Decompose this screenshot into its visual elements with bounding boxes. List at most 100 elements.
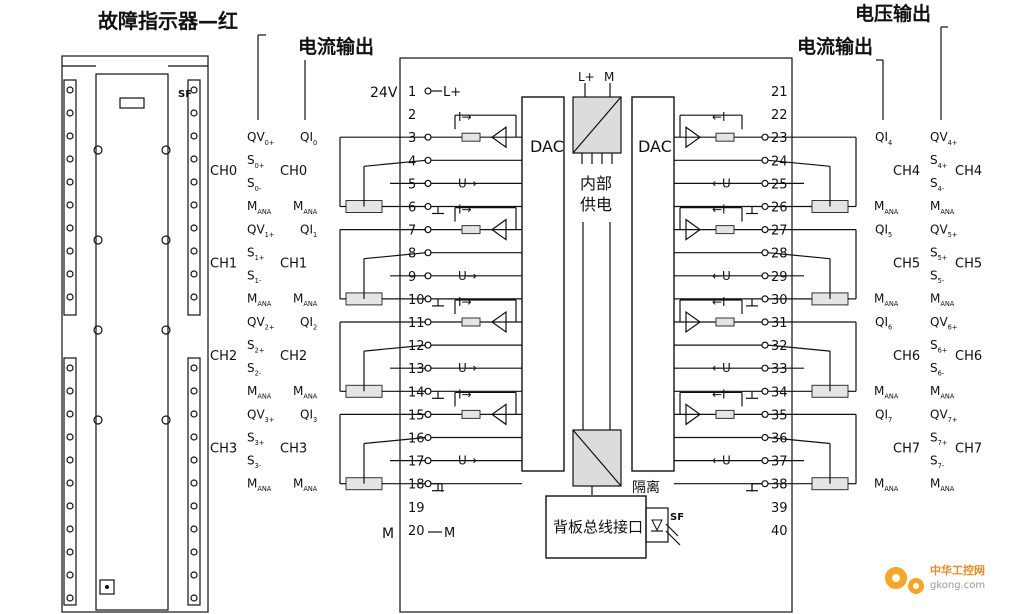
terminal-right-30 [761,295,769,303]
mana-label-a-CH2: MANA [247,384,272,401]
terminal-hole [190,433,198,441]
pin-right-35: 35 [771,408,788,423]
channel-label-2-CH2: CH2 [280,349,307,364]
i-arrow-left: I→ [458,295,472,309]
s-plus-label-CH0: S0+ [247,153,264,170]
fault-indicator-title: 故障指示器—红 [98,9,238,33]
s-plus-label-CH2: S2+ [247,338,264,355]
terminal-right-37 [761,457,769,465]
current-output-title-right: 电流输出 [797,35,873,58]
watermark-brand: 中华工控网 [930,563,985,577]
dac-right-label: DAC [638,137,672,156]
qv-label-CH2: QV2+ [247,315,274,332]
terminal-hole [66,293,74,301]
mount-screw [161,325,171,335]
terminal-right-34 [761,387,769,395]
s-minus-label-CH5: S5- [930,269,945,286]
shunt-left [461,225,481,235]
pin-right-30: 30 [771,293,788,308]
terminal-hole [66,387,74,395]
amp-left [490,126,507,149]
pin-right-38: 38 [771,478,788,493]
amp-right [685,403,702,426]
shunt-right [715,317,735,327]
u-arrow-left: U→ [458,269,477,283]
channel-label-CH1: CH1 [210,257,237,272]
terminal-hole [190,201,198,209]
qi-label-CH4: QI4 [875,130,892,147]
terminal-hole [190,293,198,301]
qv-label-CH6: QV6+ [930,315,957,332]
terminal-strip [187,357,201,606]
terminal-hole [66,502,74,510]
pin-right-31: 31 [771,316,788,331]
pin-right-39: 39 [771,501,788,516]
pin-left-7: 7 [408,224,416,239]
dac-left [521,96,565,472]
gkong-watermark: 中华工控网 gkong.com [885,563,985,594]
pin-right-27: 27 [771,224,788,239]
qi-label-CH0: QI0 [300,130,317,147]
s-minus-label-CH3: S3- [247,453,262,470]
terminal-right-35 [761,410,769,418]
i-arrow-left: I→ [458,110,472,124]
amp-right [685,126,702,149]
terminal-hole [66,364,74,372]
i-arrow-left: I→ [458,203,472,217]
qi-label-CH1: QI1 [300,223,317,240]
terminal-right-38 [761,480,769,488]
terminal-right-31 [761,318,769,326]
pin20-m-label: M [444,526,455,541]
terminal-hole [66,132,74,140]
mana-label-b-CH5: MANA [930,292,955,309]
s-minus-label-CH7: S7- [930,453,945,470]
pin-left-19: 19 [408,501,425,516]
channel-label-2-CH0: CH0 [280,164,307,179]
channel-label-CH2: CH2 [210,349,237,364]
terminal-right-32 [761,341,769,349]
terminal-hole [190,410,198,418]
mana-label-a-CH1: MANA [247,292,272,309]
mount-screw [161,145,171,155]
module-faceplate: SF [61,55,209,613]
pin-left-18: 18 [408,478,425,493]
qv-label-CH7: QV7+ [930,407,957,424]
mana-label-b-CH2: MANA [293,384,318,401]
terminal-right-28 [761,249,769,257]
sf-indicator-label: SF [178,89,192,100]
terminal-hole [66,109,74,117]
terminal-hole [190,109,198,117]
terminal-hole [190,178,198,186]
channel-label-2-CH3: CH3 [280,441,307,456]
qv-label-CH4: QV4+ [930,130,957,147]
terminal-hole [190,456,198,464]
internal-supply-label-1: 内部 [580,174,612,193]
s-minus-label-CH0: S0- [247,176,262,193]
dac-left-label: DAC [530,137,564,156]
channel-label-2-CH1: CH1 [280,257,307,272]
mana-label-a-CH6: MANA [874,384,899,401]
shunt-left [461,409,481,419]
terminal-hole [66,224,74,232]
mount-screw [93,145,103,155]
amp-left [490,403,507,426]
u-arrow-right: ←U [712,176,731,190]
pin-left-17: 17 [408,455,425,470]
terminal-hole [190,247,198,255]
pin-left-13: 13 [408,362,425,377]
amp-right [685,218,702,241]
terminal-hole [190,364,198,372]
terminal-hole [190,86,198,94]
current-output-title-left: 电流输出 [298,35,374,58]
pin-left-5: 5 [408,177,416,192]
terminal-hole [66,594,74,602]
shunt-right [715,132,735,142]
s-minus-label-CH6: S6- [930,361,945,378]
qv-label-CH1: QV1+ [247,223,274,240]
mount-screw [161,235,171,245]
terminal-hole [66,86,74,94]
mana-label-b-CH0: MANA [293,199,318,216]
pin-left-2: 2 [408,108,416,123]
terminal-hole [66,571,74,579]
